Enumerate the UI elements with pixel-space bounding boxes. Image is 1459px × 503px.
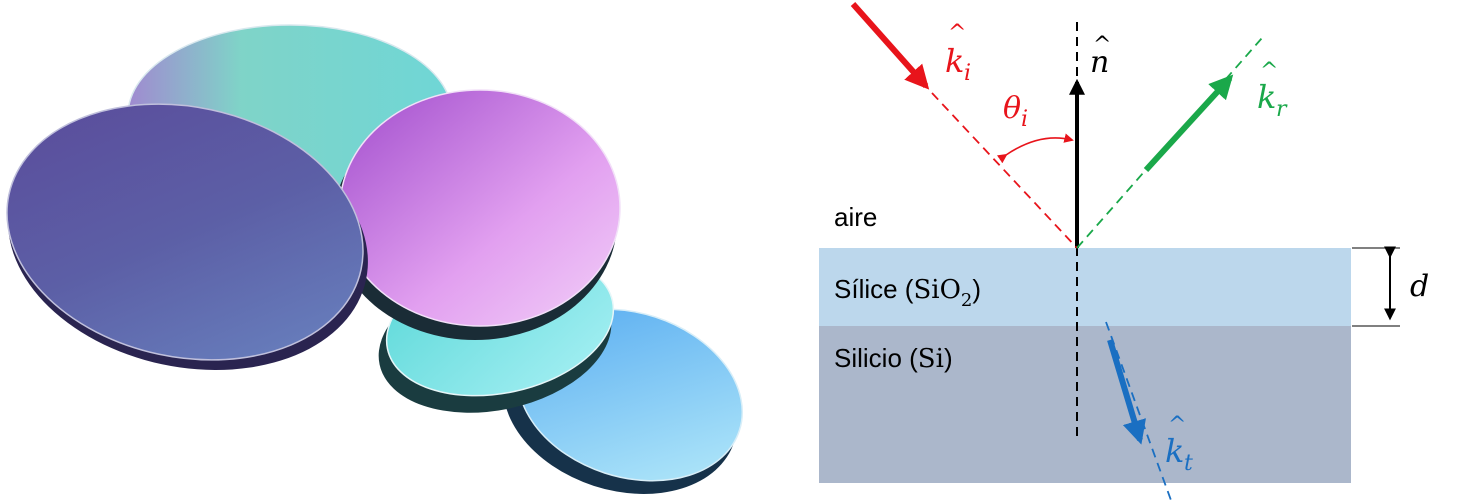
svg-text:^: ^ bbox=[948, 21, 966, 46]
wafer-blue bbox=[6, 103, 368, 370]
transmitted-arrow bbox=[1107, 339, 1146, 445]
layer-diagram: aire Sílice (SiO2) Silicio (Si) d ^ k i … bbox=[819, 2, 1429, 503]
kt-label: ^ k t bbox=[1165, 413, 1193, 476]
silicon-wafers-photo bbox=[6, 24, 744, 494]
silica-layer bbox=[819, 248, 1351, 326]
svg-text:k: k bbox=[945, 42, 964, 80]
theta-label: θ i bbox=[1003, 91, 1028, 132]
svg-text:i: i bbox=[1021, 107, 1028, 132]
ki-label: ^ k i bbox=[945, 21, 971, 86]
reflected-arrow bbox=[1143, 74, 1234, 173]
n-label: ^ n bbox=[1090, 33, 1111, 80]
svg-text:^: ^ bbox=[1260, 59, 1278, 84]
silica-label: Sílice (SiO2) bbox=[834, 274, 981, 311]
incident-arrow bbox=[850, 2, 930, 90]
svg-text:i: i bbox=[964, 61, 971, 86]
svg-text:k: k bbox=[1165, 432, 1184, 470]
svg-text:t: t bbox=[1184, 451, 1193, 476]
svg-text:n: n bbox=[1090, 45, 1109, 80]
incident-dashed-line bbox=[931, 92, 1078, 249]
silicon-layer bbox=[819, 326, 1351, 483]
svg-text:r: r bbox=[1276, 97, 1288, 122]
angle-arc bbox=[996, 133, 1074, 164]
kr-label: ^ k r bbox=[1257, 59, 1288, 122]
wafer-pink bbox=[333, 89, 621, 340]
thickness-label: d bbox=[1410, 269, 1429, 304]
air-label: aire bbox=[834, 202, 877, 232]
svg-text:k: k bbox=[1257, 78, 1276, 116]
silica-subscript: 2 bbox=[961, 290, 972, 311]
silicon-label: Silicio (Si) bbox=[834, 343, 953, 374]
transmitted-dashed-line bbox=[1105, 321, 1173, 503]
silica-formula: SiO bbox=[913, 275, 960, 305]
svg-text:^: ^ bbox=[1093, 33, 1111, 58]
svg-text:θ: θ bbox=[1003, 91, 1021, 126]
svg-text:^: ^ bbox=[1168, 413, 1186, 438]
silicon-formula: Si bbox=[918, 344, 944, 374]
